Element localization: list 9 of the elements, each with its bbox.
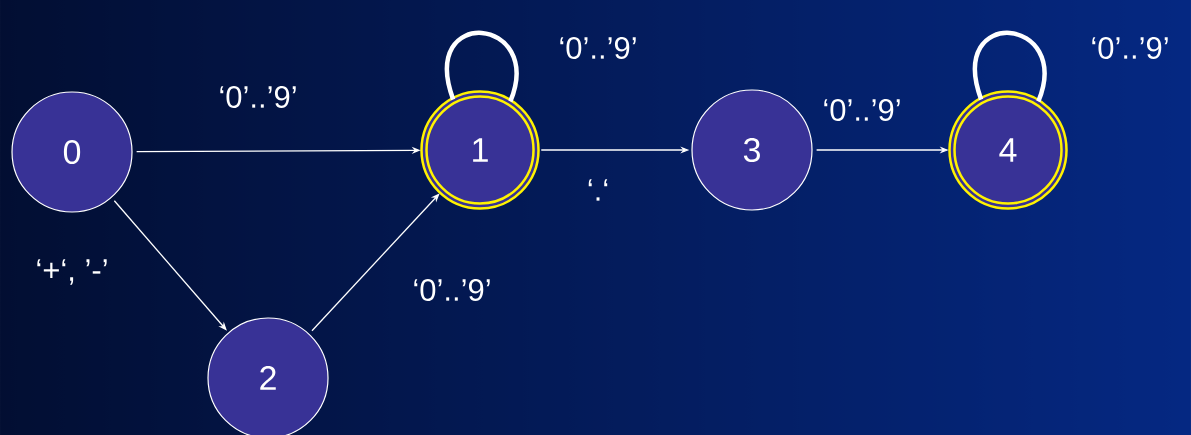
self-loop	[973, 30, 1047, 103]
edge-label: ‘+‘, ’-’	[37, 259, 107, 285]
edge-label: ‘0’..’9’	[824, 99, 900, 121]
edge-label: ‘0’..’9’	[1092, 37, 1168, 59]
self-loop	[445, 30, 519, 103]
edge-label: ‘0’..’9’	[414, 279, 490, 301]
edge-label: ‘0’..’9’	[560, 37, 636, 59]
edge-label: ‘0’..’9’	[220, 86, 296, 108]
edge-label: ‘.‘	[588, 179, 608, 201]
